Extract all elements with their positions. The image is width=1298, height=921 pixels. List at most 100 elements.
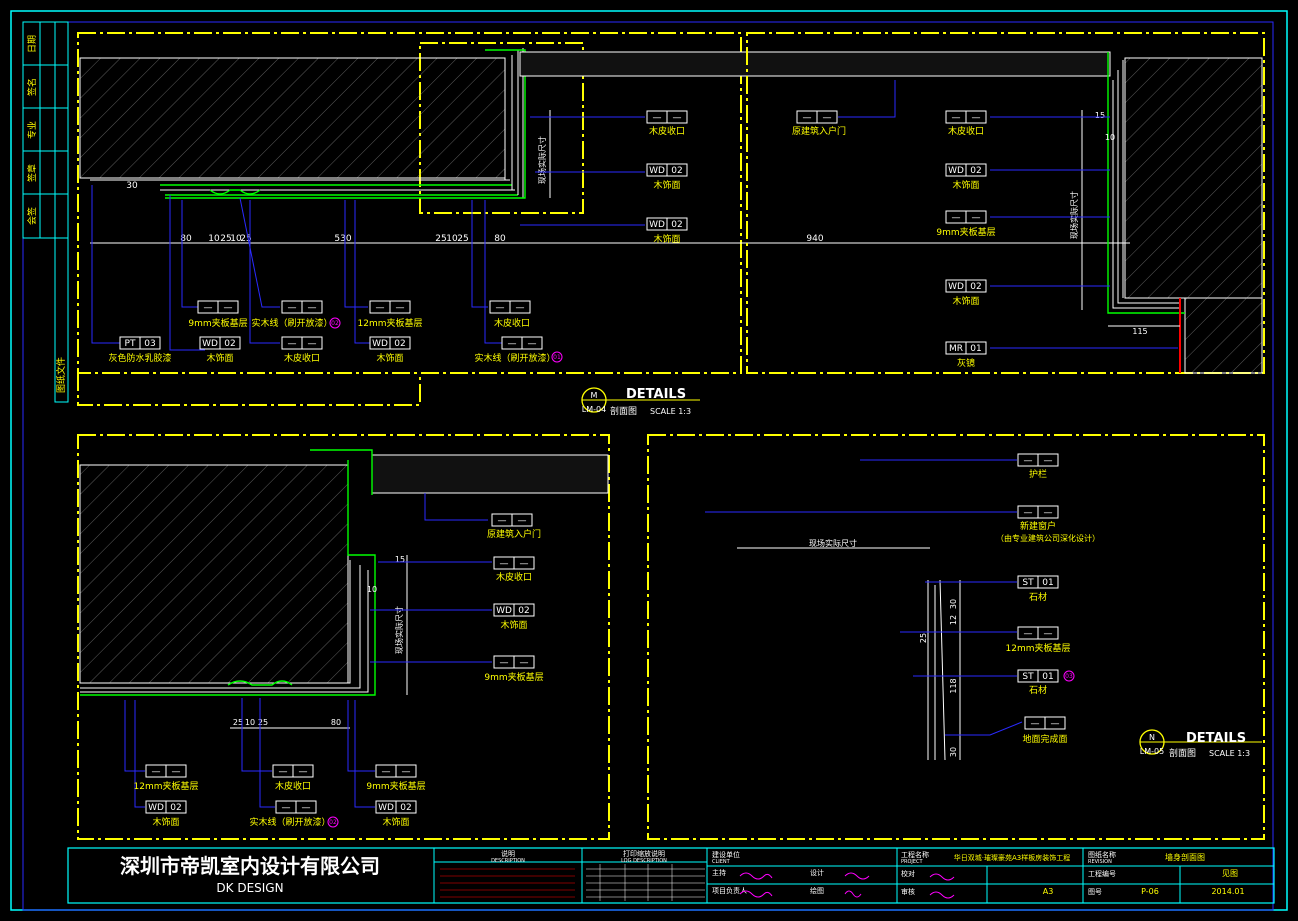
svg-text:WD: WD: [948, 282, 964, 292]
p1-dim-note: 现场实际尺寸: [537, 136, 547, 184]
svg-text:WD: WD: [948, 166, 964, 176]
svg-text:—: —: [528, 339, 537, 349]
svg-text:—: —: [282, 803, 291, 813]
svg-text:—: —: [396, 303, 405, 313]
company-name-cn: 深圳市帝凯室内设计有限公司: [120, 854, 380, 878]
project-label: 工程名称: [901, 850, 929, 859]
svg-text:灰色防水乳胶漆: 灰色防水乳胶漆: [108, 352, 171, 364]
svg-text:—: —: [299, 767, 308, 777]
svg-text:—: —: [1024, 508, 1033, 518]
drawing-no: P-06: [1141, 887, 1159, 896]
date-value: 2014.01: [1211, 887, 1244, 896]
svg-text:—: —: [172, 767, 181, 777]
p2-dim-15: 15: [1095, 111, 1105, 120]
project-name: 华日双城·璀璨豪苑A3样板房装饰工程: [954, 853, 1070, 862]
svg-text:—: —: [376, 303, 385, 313]
p4-dim-118: 118: [949, 678, 958, 693]
tag-wd02-g: WD 02 木饰面: [493, 603, 535, 631]
p3-dim-80: 80: [331, 718, 341, 727]
detail-title-n: N LM-05 DETAILS 剖面图 SCALE 1:3: [1139, 729, 1262, 759]
svg-text:木饰面: 木饰面: [376, 352, 403, 364]
svg-text:—: —: [823, 113, 832, 123]
client-label: 建设单位: [712, 850, 740, 859]
tag-wd02-i: WD 02 木饰面: [375, 800, 417, 828]
p4-dim-12: 12: [949, 615, 958, 625]
svg-text:—: —: [496, 303, 505, 313]
tag-9mm-b: — — 9mm夹板基层: [936, 210, 996, 238]
svg-text:—: —: [952, 113, 961, 123]
tag-shimuxian-02b: — — 实木线（刷开放漆） 02: [249, 800, 339, 828]
tag-floor: — — 地面完成面: [1022, 716, 1068, 745]
notes-header-en: DESCRIPTION: [491, 858, 525, 864]
svg-text:剖面图: 剖面图: [610, 405, 637, 417]
svg-text:灰镜: 灰镜: [957, 357, 975, 369]
inner-frame: [22, 21, 1274, 911]
svg-text:木饰面: 木饰面: [206, 352, 233, 364]
p2-dim-115: 115: [1132, 327, 1147, 336]
notes-header: 说明: [501, 849, 515, 858]
svg-text:原建筑入户门: 原建筑入户门: [487, 528, 541, 540]
client-label-en: CLIENT: [712, 859, 731, 865]
svg-text:12mm夹板基层: 12mm夹板基层: [358, 317, 423, 329]
p4-dim-30a: 30: [949, 599, 958, 609]
svg-text:SCALE 1:3: SCALE 1:3: [650, 407, 691, 416]
tag-window: — — 新建窗户 （由专业建筑公司深化设计）: [996, 505, 1100, 543]
tag-shimuxian-01: — — 实木线（刷开放漆） 01: [474, 336, 563, 364]
notes-text-lines: [440, 868, 575, 898]
panel-top-right: 现场实际尺寸 15 10 115: [746, 32, 1265, 374]
p4-dim-30b: 30: [949, 747, 958, 757]
rev-table-grid: [586, 864, 705, 901]
svg-text:03: 03: [1065, 673, 1073, 680]
svg-text:—: —: [382, 767, 391, 777]
svg-text:木皮收口: 木皮收口: [494, 317, 530, 329]
p3-dim-note: 现场实际尺寸: [394, 606, 404, 654]
svg-text:—: —: [224, 303, 233, 313]
panel-bottom-right: 现场实际尺寸 30 12 25 118 30: [647, 434, 1265, 840]
tag-mr01: MR 01 灰镜: [945, 341, 987, 369]
p1-dim-940: 940: [806, 234, 823, 244]
svg-text:N: N: [1149, 733, 1155, 742]
svg-text:—: —: [972, 113, 981, 123]
svg-text:—: —: [1031, 719, 1040, 729]
svg-text:—: —: [673, 113, 682, 123]
svg-text:实木线（刷开放漆）: 实木线（刷开放漆）: [249, 816, 330, 828]
tag-9mm-d: — — 9mm夹板基层: [366, 764, 426, 792]
svg-text:木皮收口: 木皮收口: [284, 352, 320, 364]
tag-9mm-c: — — 9mm夹板基层: [484, 655, 544, 683]
svg-text:02: 02: [224, 339, 235, 349]
svg-text:02: 02: [331, 320, 339, 327]
svg-text:—: —: [288, 303, 297, 313]
svg-text:实木线（刷开放漆）: 实木线（刷开放漆）: [474, 352, 555, 364]
detail-title-m: M LM-04 DETAILS 剖面图 SCALE 1:3: [581, 387, 700, 417]
svg-text:M: M: [591, 391, 598, 400]
svg-text:—: —: [1044, 629, 1053, 639]
strip-footer: 图纸文件: [55, 357, 67, 393]
svg-text:—: —: [498, 516, 507, 526]
window-note: （由专业建筑公司深化设计）: [996, 533, 1100, 543]
svg-text:—: —: [952, 213, 961, 223]
scale-value: 见图: [1222, 869, 1238, 878]
svg-text:MR: MR: [949, 344, 963, 354]
strip-label-1: 签名: [26, 78, 38, 96]
tag-mupi-d: — — 木皮收口: [945, 110, 987, 137]
p1-dim-10a: 10: [208, 234, 220, 244]
svg-text:—: —: [1024, 456, 1033, 466]
company-name-en: DK DESIGN: [216, 881, 283, 895]
svg-text:—: —: [1051, 719, 1060, 729]
svg-text:PT: PT: [125, 339, 136, 349]
svg-text:—: —: [520, 559, 529, 569]
strip-label-2: 专业: [26, 121, 38, 139]
svg-text:DETAILS: DETAILS: [1186, 731, 1246, 746]
p1-tags: PT 03 灰色防水乳胶漆 WD 02 木饰面 — — 9mm夹板基层 — — …: [108, 110, 688, 364]
svg-text:木饰面: 木饰面: [653, 233, 680, 245]
svg-text:地面完成面: 地面完成面: [1022, 733, 1067, 745]
svg-text:—: —: [1044, 456, 1053, 466]
svg-text:木饰面: 木饰面: [500, 619, 527, 631]
tag-12mm-c: — — 12mm夹板基层: [1006, 626, 1071, 654]
svg-text:12mm夹板基层: 12mm夹板基层: [1006, 642, 1071, 654]
svg-text:—: —: [500, 658, 509, 668]
svg-text:ST: ST: [1022, 672, 1034, 682]
svg-text:9mm夹板基层: 9mm夹板基层: [366, 780, 425, 792]
svg-text:9mm夹板基层: 9mm夹板基层: [484, 671, 543, 683]
